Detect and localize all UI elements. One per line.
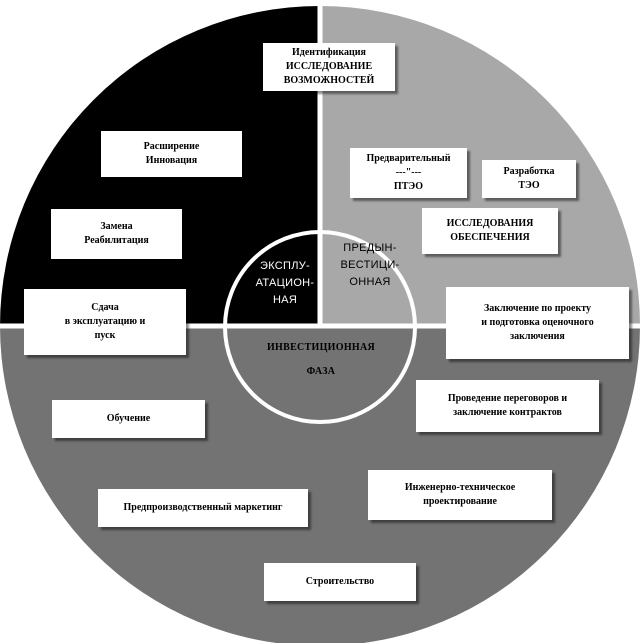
commissioning-box: Сдача в эксплуатацию и пуск: [24, 289, 186, 355]
marketing-box: Предпроизводственный маркетинг: [98, 489, 308, 527]
training-box: Обучение: [52, 400, 205, 438]
replacement-box: Замена Реабилитация: [51, 209, 182, 259]
expansion-box: Расширение Инновация: [101, 131, 242, 177]
preliminary-teo-box: Предварительный ---"--- ПТЭО: [350, 148, 467, 198]
preinvestment-sector: [320, 6, 640, 326]
support-research-box: ИССЛЕДОВАНИЯ ОБЕСПЕЧЕНИЯ: [422, 208, 558, 254]
negotiations-box: Проведение переговоров и заключение конт…: [416, 380, 599, 432]
development-teo-box: Разработка ТЭО: [482, 160, 576, 198]
project-conclusion-box: Заключение по проекту и подготовка оцено…: [446, 287, 629, 359]
engineering-box: Инженерно-техническое проектирование: [368, 470, 552, 520]
exploitation-phase-label: ЭКСПЛУ- АТАЦИОН- НАЯ: [255, 260, 315, 306]
investment-phase-label: ИНВЕСТИЦИОННАЯ ФАЗА: [266, 342, 376, 377]
construction-box: Строительство: [264, 563, 416, 601]
preinvestment-phase-label: ПРЕДЫН- ВЕСТИЦИ- ОННАЯ: [340, 242, 400, 288]
center-ring: [223, 230, 417, 424]
identification-box: Идентификация ИССЛЕДОВАНИЕ ВОЗМОЖНОСТЕЙ: [263, 43, 395, 91]
